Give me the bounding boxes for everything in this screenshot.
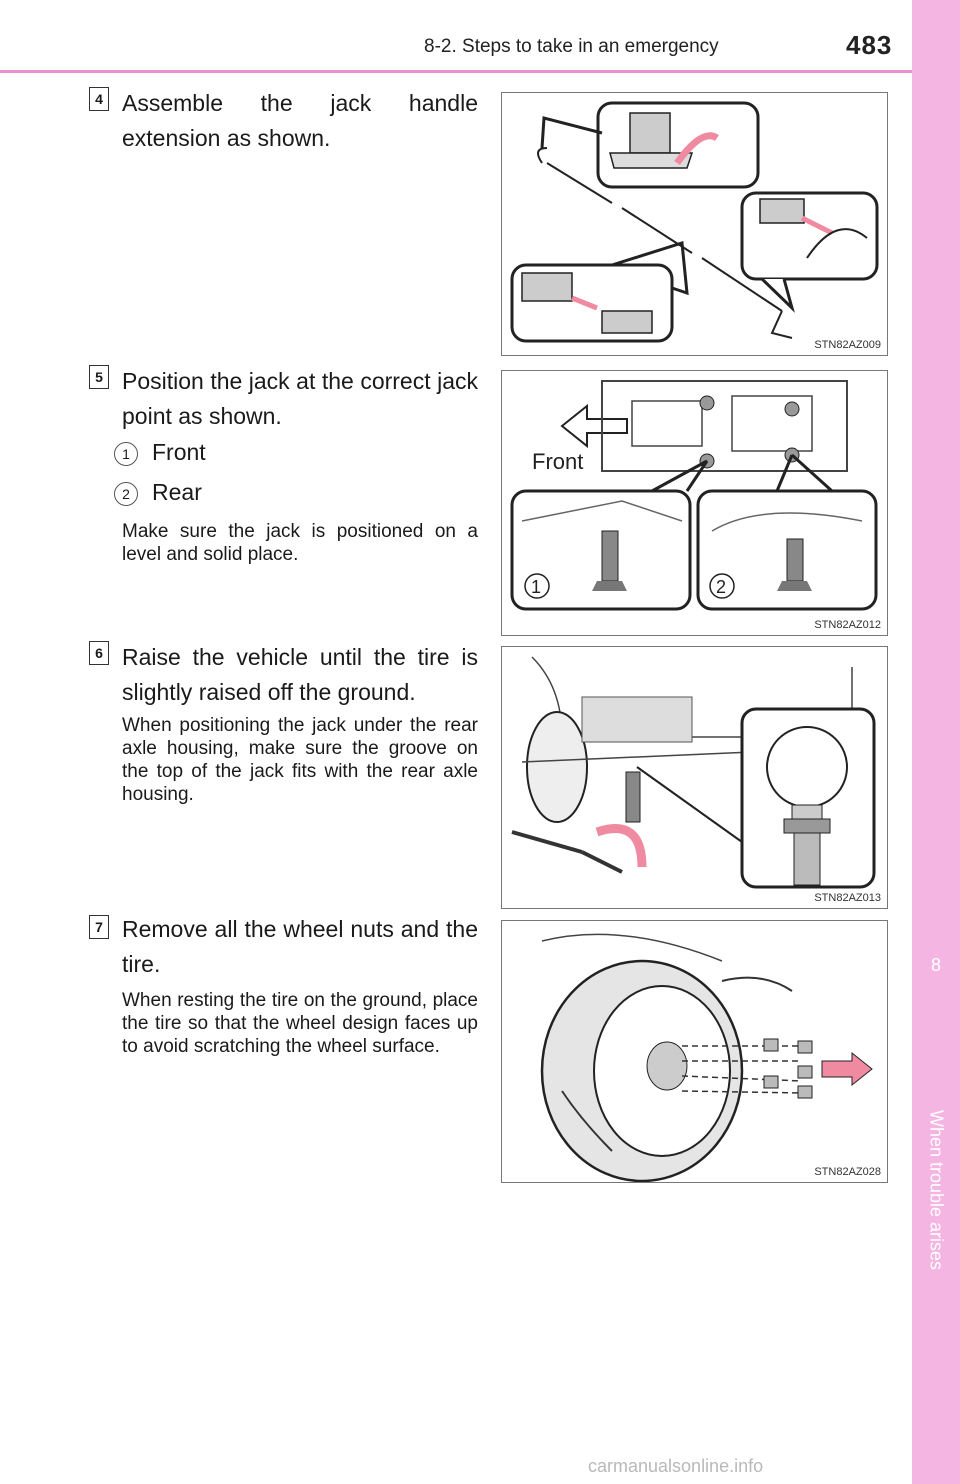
figure-remove-tire: STN82AZ028 bbox=[501, 920, 888, 1183]
chapter-title-tab: When trouble arises bbox=[918, 1070, 954, 1310]
figure-jack-points: Front 1 2 STN82AZ012 bbox=[501, 370, 888, 636]
step-number-badge: 6 bbox=[89, 641, 109, 665]
chapter-title: When trouble arises bbox=[926, 1109, 947, 1271]
step-note: When positioning the jack under the rear… bbox=[122, 715, 478, 805]
figure-code: STN82AZ012 bbox=[814, 619, 881, 631]
header-rule bbox=[0, 70, 912, 73]
figure-code: STN82AZ028 bbox=[814, 1166, 881, 1178]
step-instruction: Remove all the wheel nuts and the tire. bbox=[122, 916, 478, 977]
figure-raise-vehicle: STN82AZ013 bbox=[501, 646, 888, 909]
list-item-rear: 2 Rear bbox=[114, 479, 202, 506]
list-item-label: Rear bbox=[152, 479, 202, 505]
figure-jack-handle-assembly: STN82AZ009 bbox=[501, 92, 888, 356]
jack-points-illustration: Front 1 2 bbox=[510, 380, 878, 611]
step-instruction: Raise the vehicle until the tire is slig… bbox=[122, 644, 478, 705]
watermark: carmanualsonline.info bbox=[588, 1456, 764, 1476]
jack-handle-illustration bbox=[510, 101, 879, 343]
step-note: Make sure the jack is positioned on a le… bbox=[122, 521, 478, 565]
callout-2: 2 bbox=[716, 577, 726, 597]
raise-vehicle-illustration bbox=[511, 656, 876, 889]
page-number: 483 bbox=[846, 30, 893, 60]
step-number-badge: 5 bbox=[89, 365, 109, 389]
step-note: When resting the tire on the ground, pla… bbox=[122, 990, 478, 1057]
figure-code: STN82AZ009 bbox=[814, 339, 881, 351]
number-1-icon: 1 bbox=[114, 441, 138, 466]
section-title: 8-2. Steps to take in an emergency bbox=[424, 36, 719, 57]
chapter-number: 8 bbox=[930, 955, 941, 975]
callout-1: 1 bbox=[531, 577, 541, 597]
step-instruction: Position the jack at the correct jack po… bbox=[122, 368, 478, 429]
list-item-label: Front bbox=[152, 439, 206, 465]
number-2-icon: 2 bbox=[114, 481, 138, 506]
front-direction-label: Front bbox=[532, 449, 583, 474]
chapter-sidebar: 8 When trouble arises bbox=[912, 0, 960, 1484]
step-number-badge: 4 bbox=[89, 87, 109, 111]
step-number-badge: 7 bbox=[89, 915, 109, 939]
step-instruction: Assemble the jack handle extension as sh… bbox=[122, 90, 478, 151]
list-item-front: 1 Front bbox=[114, 439, 206, 466]
remove-tire-illustration bbox=[540, 933, 873, 1182]
figure-code: STN82AZ013 bbox=[814, 892, 881, 904]
